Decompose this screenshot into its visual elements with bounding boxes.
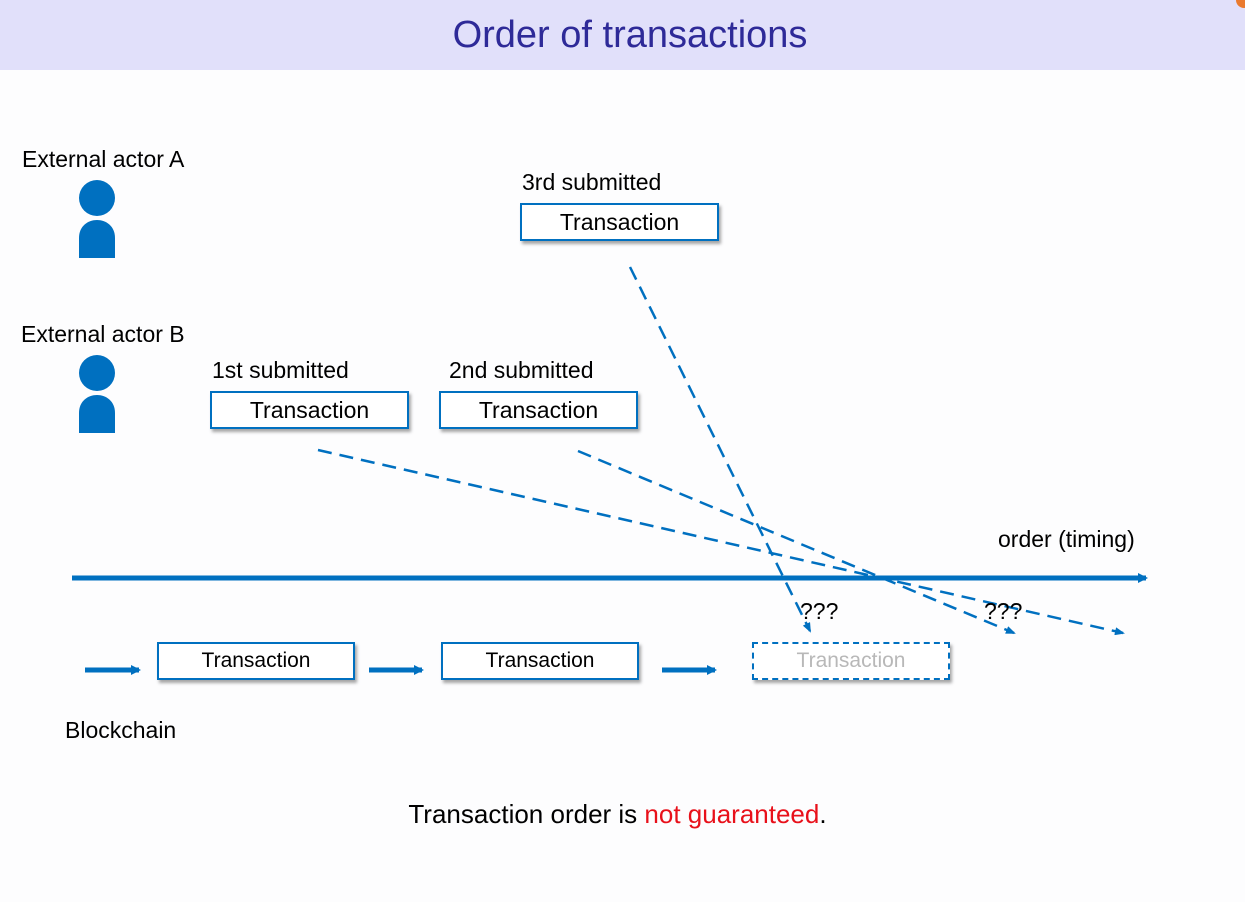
- blockchain-block: Transaction: [157, 642, 355, 680]
- unknown-marker: ???: [984, 598, 1023, 624]
- second-transaction-box: Transaction: [439, 391, 638, 429]
- blockchain-label: Blockchain: [65, 717, 177, 743]
- person-icon: [79, 180, 115, 258]
- path-third: [628, 266, 812, 633]
- unknown-marker: ???: [800, 598, 839, 624]
- pending-block: Transaction: [752, 642, 950, 680]
- person-icon: [79, 355, 115, 433]
- actor-b-label: External actor B: [21, 321, 185, 347]
- conclusion-text: Transaction order is not guaranteed.: [0, 799, 1235, 830]
- first-transaction-box: Transaction: [210, 391, 409, 429]
- third-transaction-box: Transaction: [520, 203, 719, 241]
- title-bar: [0, 0, 1245, 70]
- corner-indicator: [1236, 0, 1245, 8]
- third-submitted-caption: 3rd submitted: [522, 169, 662, 195]
- second-submitted-caption: 2nd submitted: [449, 357, 594, 383]
- actor-a-label: External actor A: [22, 146, 185, 172]
- conclusion-suffix: .: [819, 799, 827, 829]
- path-second: [577, 449, 1016, 635]
- conclusion-highlight: not guaranteed: [644, 799, 820, 829]
- conclusion-prefix: Transaction order is: [408, 799, 645, 829]
- timeline-label: order (timing): [998, 526, 1135, 552]
- blockchain-block: Transaction: [441, 642, 639, 680]
- first-submitted-caption: 1st submitted: [212, 357, 349, 383]
- page-title: Order of transactions: [452, 14, 808, 56]
- path-first: [317, 448, 1125, 636]
